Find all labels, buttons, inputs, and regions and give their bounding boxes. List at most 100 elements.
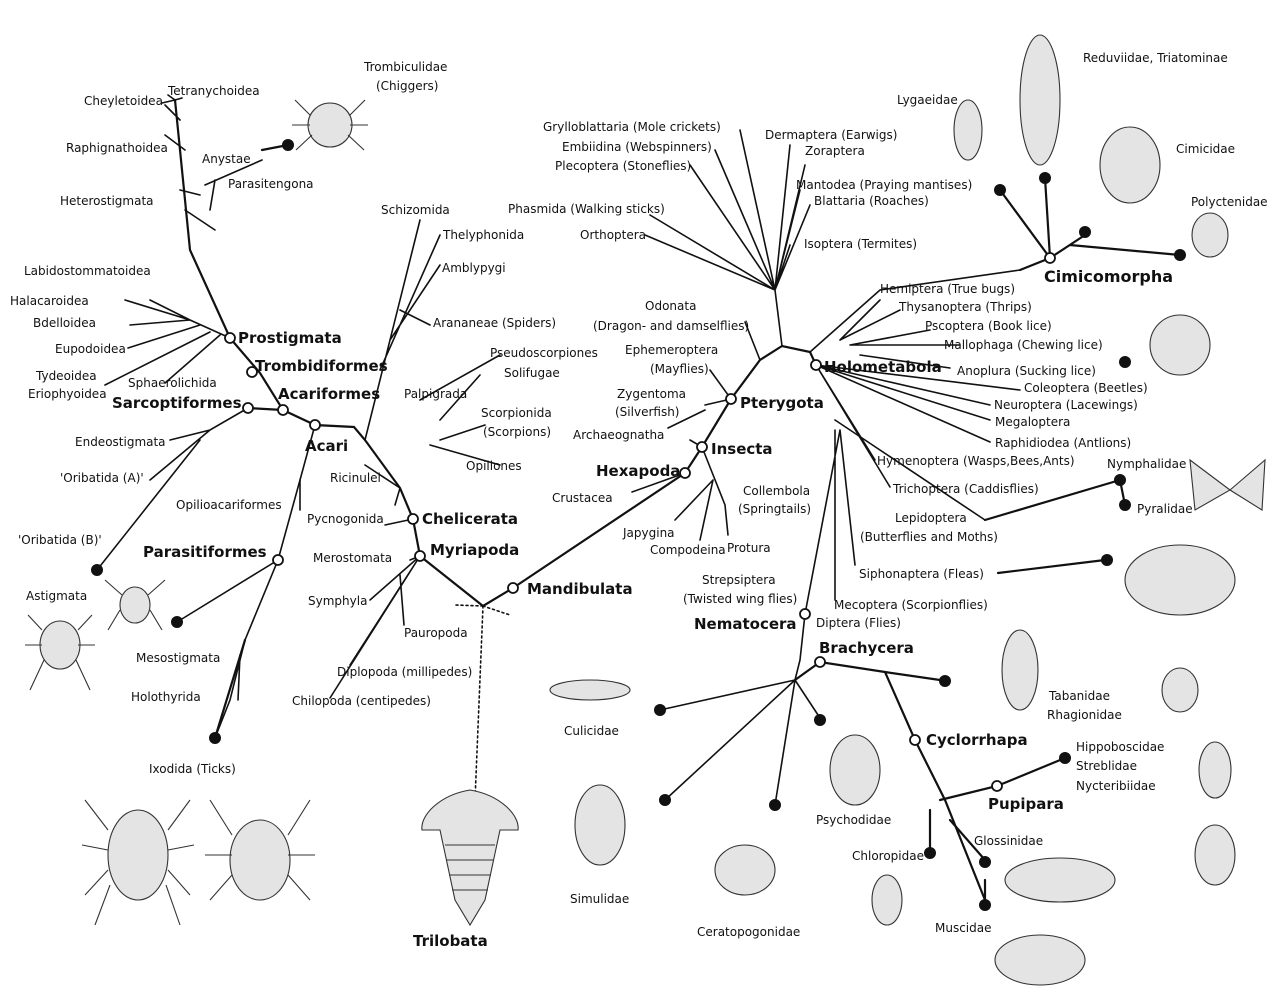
label-ixodida: Ixodida (Ticks) [149, 762, 236, 776]
label-springtails: (Springtails) [738, 502, 811, 516]
label-anystae: Anystae [202, 152, 251, 166]
label-raphidiodea: Raphidiodea (Antlions) [995, 436, 1131, 450]
node-nematocera [800, 609, 810, 619]
label-reduviidae: Reduviidae, Triatominae [1083, 51, 1228, 65]
label-culicidae: Culicidae [564, 724, 619, 738]
node-cyclorrhapa [910, 735, 920, 745]
mesostigmata-mite-illustration [105, 580, 165, 630]
label-hymenoptera: Hymenoptera (Wasps,Bees,Ants) [877, 454, 1075, 468]
astigmata-mite-illustration [25, 615, 95, 690]
label-raphignathoidea: Raphignathoidea [66, 141, 168, 155]
label-siphonaptera: Siphonaptera (Fleas) [859, 567, 984, 581]
label-mandibulata: Mandibulata [527, 580, 633, 598]
node-cimicomorpha [1045, 253, 1055, 263]
label-trilobata: Trilobata [413, 932, 488, 950]
label-prostigmata: Prostigmata [238, 329, 342, 347]
dot-culicidae [654, 704, 666, 716]
node-brachycera [815, 657, 825, 667]
node-prostigmata [225, 333, 235, 343]
dot-ixodida [209, 732, 221, 744]
dot-trombiculidae [282, 139, 294, 151]
label-embiidina: Embiidina (Webspinners) [562, 140, 712, 154]
label-parasitiformes: Parasitiformes [143, 543, 267, 561]
node-pterygota [726, 394, 736, 404]
label-silverfish: (Silverfish) [615, 405, 679, 419]
dot-siphonaptera [1101, 554, 1113, 566]
label-holometabola: Holometabola [824, 358, 942, 376]
label-ephemeroptera: Ephemeroptera [625, 343, 718, 357]
label-chloropidae: Chloropidae [852, 849, 924, 863]
label-solifugae: Solifugae [504, 366, 560, 380]
label-rhagionidae: Rhagionidae [1047, 708, 1122, 722]
flea-illustration [1125, 545, 1235, 615]
taxon-labels: Trombiculidae (Chiggers) Cheyletoidea Te… [10, 51, 1268, 939]
label-pauropoda: Pauropoda [404, 626, 468, 640]
label-tydeoidea: Tydeoidea [35, 369, 97, 383]
node-hexapoda [680, 468, 690, 478]
label-heterostigmata: Heterostigmata [60, 194, 154, 208]
label-mallophaga: Mallophaga (Chewing lice) [944, 338, 1103, 352]
label-orthoptera: Orthoptera [580, 228, 646, 242]
label-opilioacariformes: Opilioacariformes [176, 498, 282, 512]
label-nematocera: Nematocera [694, 615, 797, 633]
label-endeostigmata: Endeostigmata [75, 435, 166, 449]
label-nymphalidae: Nymphalidae [1107, 457, 1186, 471]
dot-glossinidae [979, 856, 991, 868]
node-acariformes [278, 405, 288, 415]
label-thysanoptera: Thysanoptera (Thrips) [898, 300, 1032, 314]
node-insecta [697, 442, 707, 452]
node-myriapoda [415, 551, 425, 561]
dot-astigmata [91, 564, 103, 576]
label-strepsiptera-sub: (Twisted wing flies) [683, 592, 797, 606]
label-neuroptera: Neuroptera (Lacewings) [994, 398, 1138, 412]
label-brachycera: Brachycera [819, 639, 914, 657]
dot-polyctenidae [1174, 249, 1186, 261]
label-strepsiptera: Strepsiptera [702, 573, 776, 587]
label-trombidiformes: Trombidiformes [255, 357, 388, 375]
label-protura: Protura [727, 541, 771, 555]
dot-muscidae [979, 899, 991, 911]
dot-tabanidae [939, 675, 951, 687]
label-sphaerolichida: Sphaerolichida [128, 376, 217, 390]
label-symphyla: Symphyla [308, 594, 367, 608]
label-cimicidae: Cimicidae [1176, 142, 1235, 156]
label-collembola: Collembola [743, 484, 810, 498]
label-bdelloidea: Bdelloidea [33, 316, 96, 330]
label-phasmida: Phasmida (Walking sticks) [508, 202, 665, 216]
dot-chloropidae [924, 847, 936, 859]
label-oribatida-b: 'Oribatida (B)' [18, 533, 102, 547]
dot-pyralidae [1119, 499, 1131, 511]
label-trombiculidae: Trombiculidae [363, 60, 447, 74]
dot-mesostigmata [171, 616, 183, 628]
label-hippoboscidae: Hippoboscidae [1076, 740, 1164, 754]
label-glossinidae: Glossinidae [974, 834, 1043, 848]
label-amblypygi: Amblypygi [442, 261, 506, 275]
label-cyclorrhapa: Cyclorrhapa [926, 731, 1028, 749]
label-archaeognatha: Archaeognatha [573, 428, 664, 442]
label-pycnogonida: Pycnogonida [307, 512, 384, 526]
label-ceratopogonidae: Ceratopogonidae [697, 925, 800, 939]
label-nycteribiidae: Nycteribiidae [1076, 779, 1156, 793]
label-eriophyoidea: Eriophyoidea [28, 387, 107, 401]
label-lepidoptera-sub: (Butterflies and Moths) [860, 530, 998, 544]
dot-cimicidae [1079, 226, 1091, 238]
label-chilopoda: Chilopoda (centipedes) [292, 694, 431, 708]
label-scorpions: (Scorpions) [483, 425, 551, 439]
label-muscidae: Muscidae [935, 921, 992, 935]
dot-ceratopogonidae [769, 799, 781, 811]
label-anoplura: Anoplura (Sucking lice) [957, 364, 1096, 378]
lepidoptera-illustration [1190, 460, 1265, 510]
label-mayflies: (Mayflies) [650, 362, 709, 376]
label-schizomida: Schizomida [381, 203, 450, 217]
node-pupipara [992, 781, 1002, 791]
label-pseudoscorpiones: Pseudoscorpiones [490, 346, 598, 360]
label-eupodoidea: Eupodoidea [55, 342, 126, 356]
label-lygaeidae: Lygaeidae [897, 93, 958, 107]
label-mesostigmata: Mesostigmata [136, 651, 220, 665]
label-parasitengona: Parasitengona [228, 177, 314, 191]
node-holometabola [811, 360, 821, 370]
label-simulidae: Simulidae [570, 892, 629, 906]
label-isoptera: Isoptera (Termites) [804, 237, 917, 251]
label-pyralidae: Pyralidae [1137, 502, 1193, 516]
